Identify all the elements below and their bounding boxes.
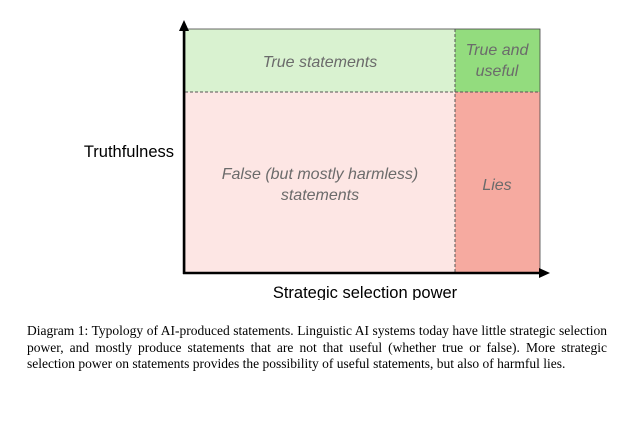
cell-true-statements bbox=[185, 29, 455, 92]
lies-label: Lies bbox=[482, 177, 511, 194]
true-statements-label: True statements bbox=[263, 54, 377, 71]
y-axis-arrow-icon bbox=[179, 20, 189, 31]
y-axis-label: Truthfulness bbox=[84, 143, 174, 161]
cell-true-and-useful bbox=[455, 29, 540, 92]
typology-diagram: True statements True and useful False (b… bbox=[84, 20, 550, 300]
cell-false-harmless bbox=[185, 92, 455, 273]
true-and-useful-label-line1: True and bbox=[466, 42, 530, 59]
x-axis-label: Strategic selection power bbox=[273, 284, 458, 300]
diagram-caption: Diagram 1: Typology of AI-produced state… bbox=[27, 323, 607, 371]
x-axis-arrow-icon bbox=[539, 268, 550, 278]
cell-lies bbox=[455, 92, 540, 273]
false-harmless-label-line2: statements bbox=[281, 187, 359, 204]
true-and-useful-label-line2: useful bbox=[476, 63, 519, 80]
false-harmless-label-line1: False (but mostly harmless) bbox=[222, 166, 419, 183]
